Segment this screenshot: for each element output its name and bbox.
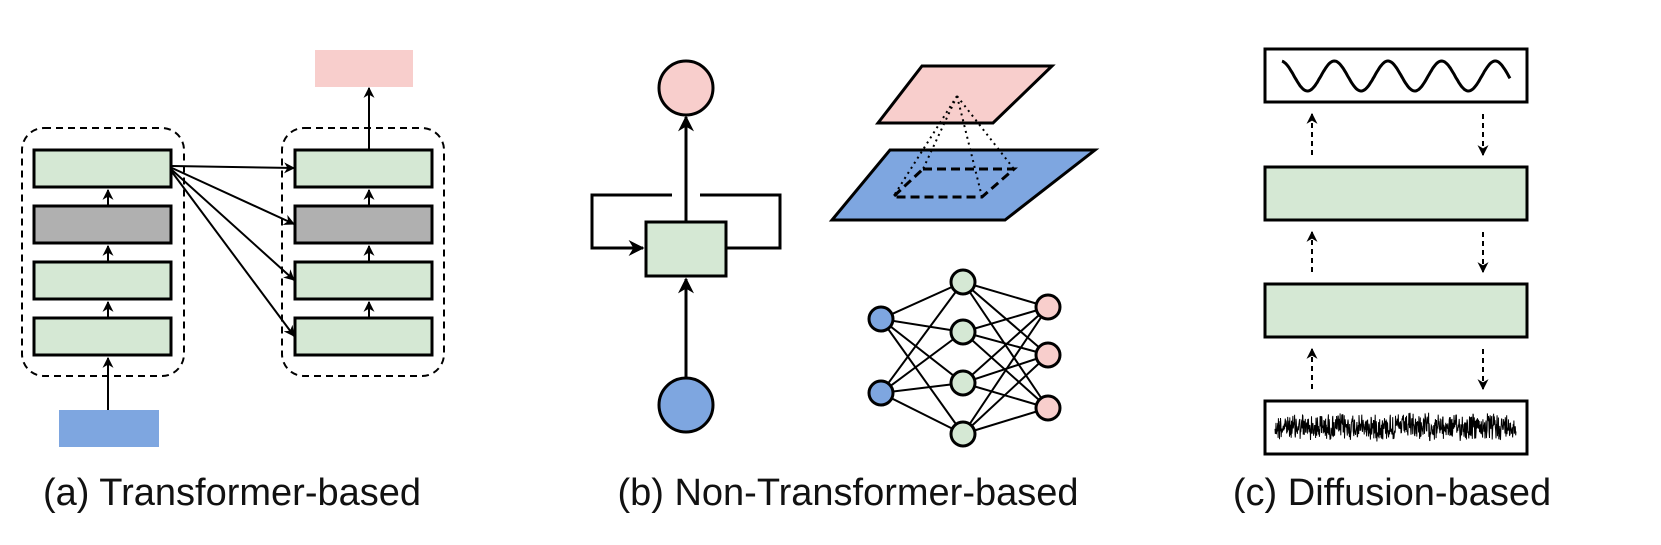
caption-transformer: (a) Transformer-based — [42, 472, 422, 514]
cross-arrow-1 — [171, 162, 296, 174]
decoder-block-3 — [293, 260, 434, 301]
decoder-block-4 — [293, 316, 434, 357]
decoder-block-1 — [293, 148, 434, 189]
output-block — [315, 50, 413, 87]
rnn-cell — [644, 220, 728, 278]
encoder-block-2 — [32, 204, 173, 245]
decoder-block-2 — [293, 204, 434, 245]
decoder-group-outline — [281, 127, 445, 377]
denoise-step-lower — [1263, 282, 1529, 339]
mlp-hidden-node — [949, 369, 977, 397]
clean-signal-wave — [1281, 59, 1512, 93]
encoder-block-1 — [32, 148, 173, 189]
encoder-group-outline — [21, 127, 185, 377]
cross-arrow-4 — [171, 171, 295, 337]
cross-arrow-2 — [171, 167, 295, 225]
mlp-hidden-node — [949, 318, 977, 346]
mlp-hidden-node — [949, 420, 977, 448]
mlp-input-node — [867, 305, 895, 333]
mlp-output-node — [1034, 293, 1062, 321]
rnn-recurrent-arrow — [590, 193, 672, 256]
encoder-block-3 — [32, 260, 173, 301]
mlp-input-node — [867, 379, 895, 407]
encoder-block-4 — [32, 316, 173, 357]
rnn-output-node — [657, 59, 715, 117]
cnn-output-plane — [874, 64, 1056, 125]
noise-signal-wave — [1274, 412, 1517, 442]
mlp-hidden-node — [949, 268, 977, 296]
cnn-receptive-field — [892, 95, 1015, 198]
panel-non-transformer — [590, 59, 1100, 448]
cnn-input-plane — [828, 148, 1100, 222]
denoise-step-upper — [1263, 165, 1529, 222]
caption-diffusion: (c) Diffusion-based — [1232, 472, 1552, 514]
panel-transformer — [21, 50, 445, 447]
mlp-output-node — [1034, 394, 1062, 422]
cnn-kernel-window — [889, 167, 1018, 199]
clean-signal-box — [1263, 47, 1529, 104]
mlp-edges — [880, 281, 1049, 435]
rnn-input-node — [657, 376, 715, 434]
panel-diffusion — [1263, 47, 1529, 456]
mlp-output-node — [1034, 341, 1062, 369]
input-block — [59, 410, 159, 447]
cross-arrow-3 — [171, 169, 295, 281]
rnn-recurrent-loop — [700, 193, 782, 250]
caption-non-transformer: (b) Non-Transformer-based — [617, 472, 1079, 514]
